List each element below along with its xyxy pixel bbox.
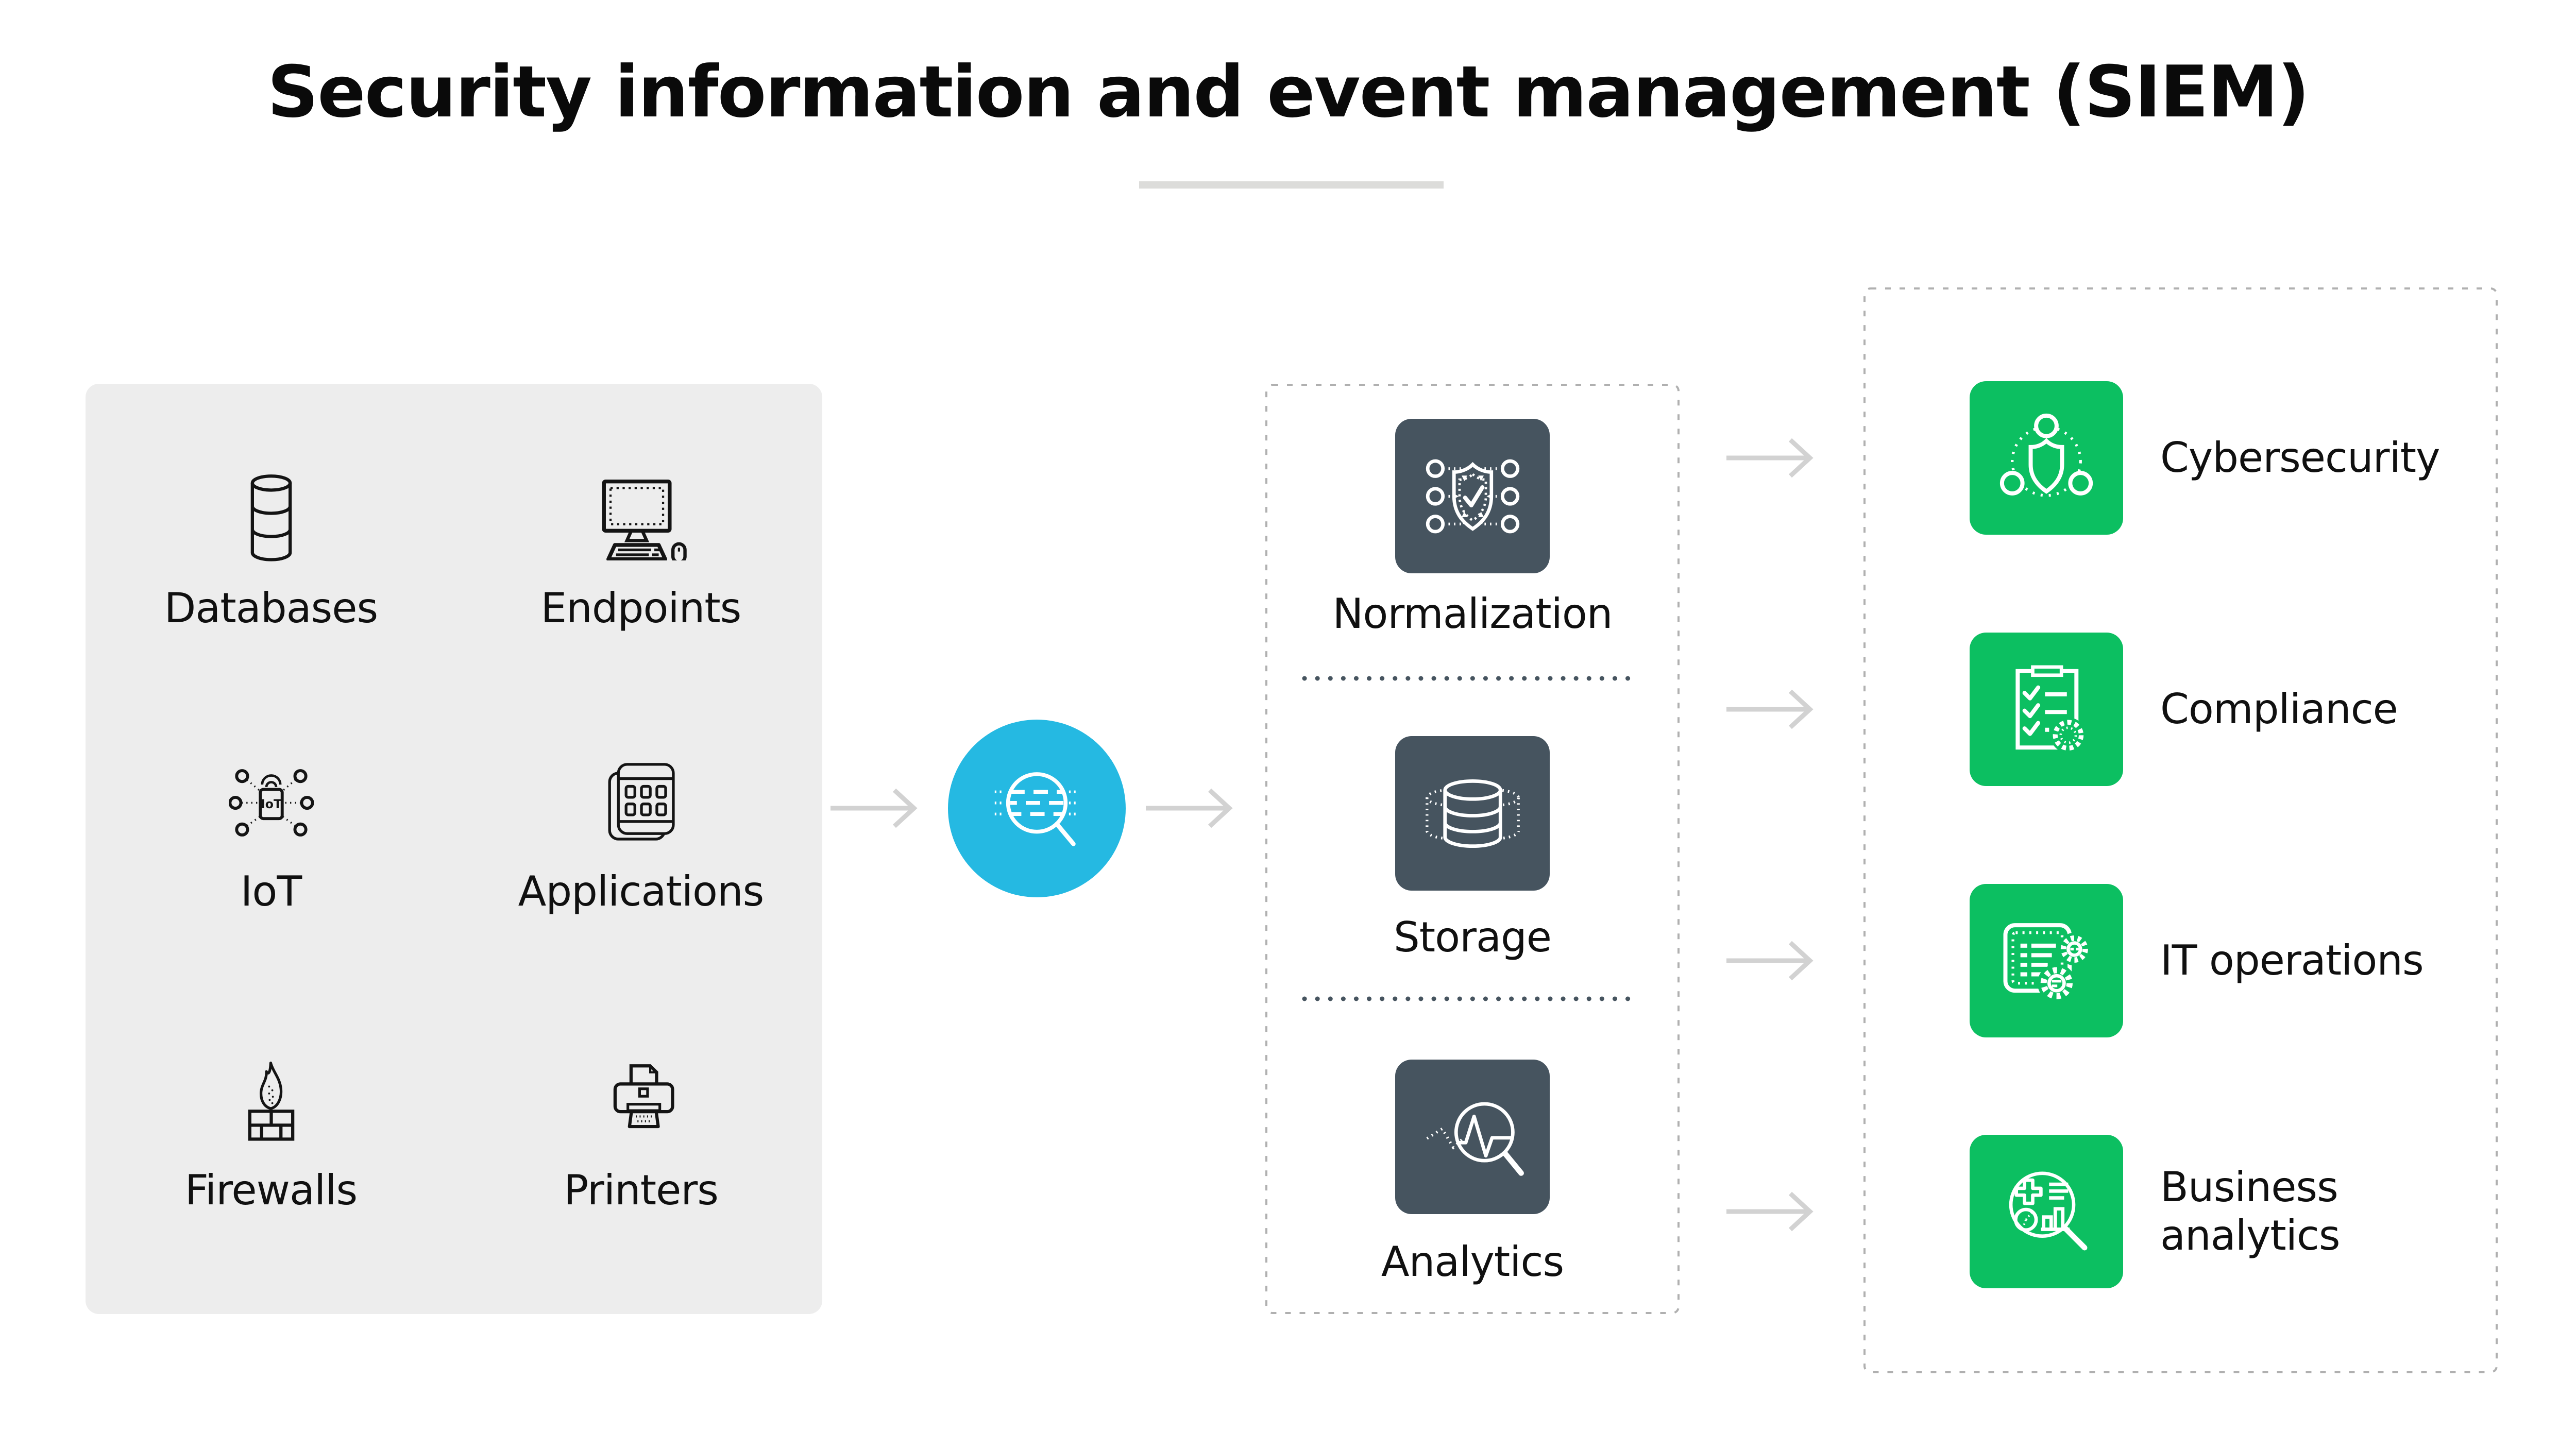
collector-circle <box>948 720 1126 897</box>
compliance-tile <box>1970 633 2123 786</box>
printers-icon <box>601 1050 681 1153</box>
iot-icon-text: IoT <box>260 797 281 811</box>
source-label: Endpoints <box>540 584 742 632</box>
outcome-label: Cybersecurity <box>2160 433 2441 482</box>
source-label: Printers <box>564 1166 719 1214</box>
page-title: Security information and event managemen… <box>267 50 2310 133</box>
arrow-to-business-analytics-icon <box>1726 1191 1814 1232</box>
sources-panel: Databases Endpoints <box>86 384 822 1314</box>
source-item-iot: IoT IoT <box>116 751 426 915</box>
pipeline-item-storage <box>1395 736 1550 891</box>
arrow-to-it-operations-icon <box>1726 941 1814 981</box>
iot-icon: IoT <box>228 751 314 854</box>
compliance-icon <box>2015 665 2086 753</box>
databases-icon <box>244 468 298 571</box>
pipeline-label: Storage <box>1393 913 1552 961</box>
endpoints-icon <box>593 468 689 571</box>
analytics-icon <box>1426 1102 1524 1176</box>
firewalls-icon <box>239 1050 303 1153</box>
storage-icon <box>1425 779 1520 848</box>
pipeline-item-analytics <box>1395 1060 1550 1214</box>
outcome-item-cybersecurity: Cybersecurity <box>1970 381 2480 535</box>
outcome-label: Business analytics <box>2160 1163 2341 1259</box>
arrow-to-compliance-icon <box>1726 689 1814 729</box>
outcome-label: IT operations <box>2160 936 2424 984</box>
cybersecurity-icon <box>1999 413 2093 497</box>
source-item-databases: Databases <box>116 468 426 632</box>
arrow-to-cybersecurity-icon <box>1726 438 1814 478</box>
outcome-item-business-analytics: Business analytics <box>1970 1135 2480 1288</box>
source-item-firewalls: Firewalls <box>116 1050 426 1214</box>
business-analytics-icon <box>2009 1171 2088 1251</box>
pipeline-separator <box>1302 676 1643 681</box>
normalization-icon <box>1426 459 1519 533</box>
source-item-applications: Applications <box>486 751 795 915</box>
outcome-label: Compliance <box>2160 685 2398 733</box>
source-label: IoT <box>240 867 302 915</box>
source-item-printers: Printers <box>486 1050 795 1214</box>
outcome-item-compliance: Compliance <box>1970 633 2480 786</box>
source-label: Firewalls <box>184 1166 358 1214</box>
pipeline-panel-border <box>1265 384 1680 1314</box>
source-item-endpoints: Endpoints <box>486 468 795 632</box>
applications-icon <box>600 751 682 854</box>
outcomes-panel: Cybersecurity Compliance <box>1863 287 2498 1373</box>
arrow-collector-to-pipeline-icon <box>1146 788 1233 828</box>
pipeline-separator <box>1302 996 1643 1001</box>
it-operations-icon <box>2003 923 2091 1002</box>
pipeline-item-normalization <box>1395 419 1550 573</box>
pipeline-panel: Normalization Storage <box>1265 384 1680 1314</box>
log-search-icon <box>994 772 1079 846</box>
source-label: Databases <box>164 584 378 632</box>
business-analytics-tile <box>1970 1135 2123 1288</box>
it-operations-tile <box>1970 884 2123 1037</box>
arrow-sources-to-collector-icon <box>831 788 918 828</box>
outcome-item-it-operations: IT operations <box>1970 884 2480 1037</box>
source-label: Applications <box>518 867 765 915</box>
pipeline-label: Analytics <box>1381 1238 1564 1286</box>
title-underline <box>1139 181 1444 189</box>
outcomes-panel-border <box>1863 287 2498 1373</box>
pipeline-label: Normalization <box>1332 590 1613 638</box>
cybersecurity-tile <box>1970 381 2123 535</box>
